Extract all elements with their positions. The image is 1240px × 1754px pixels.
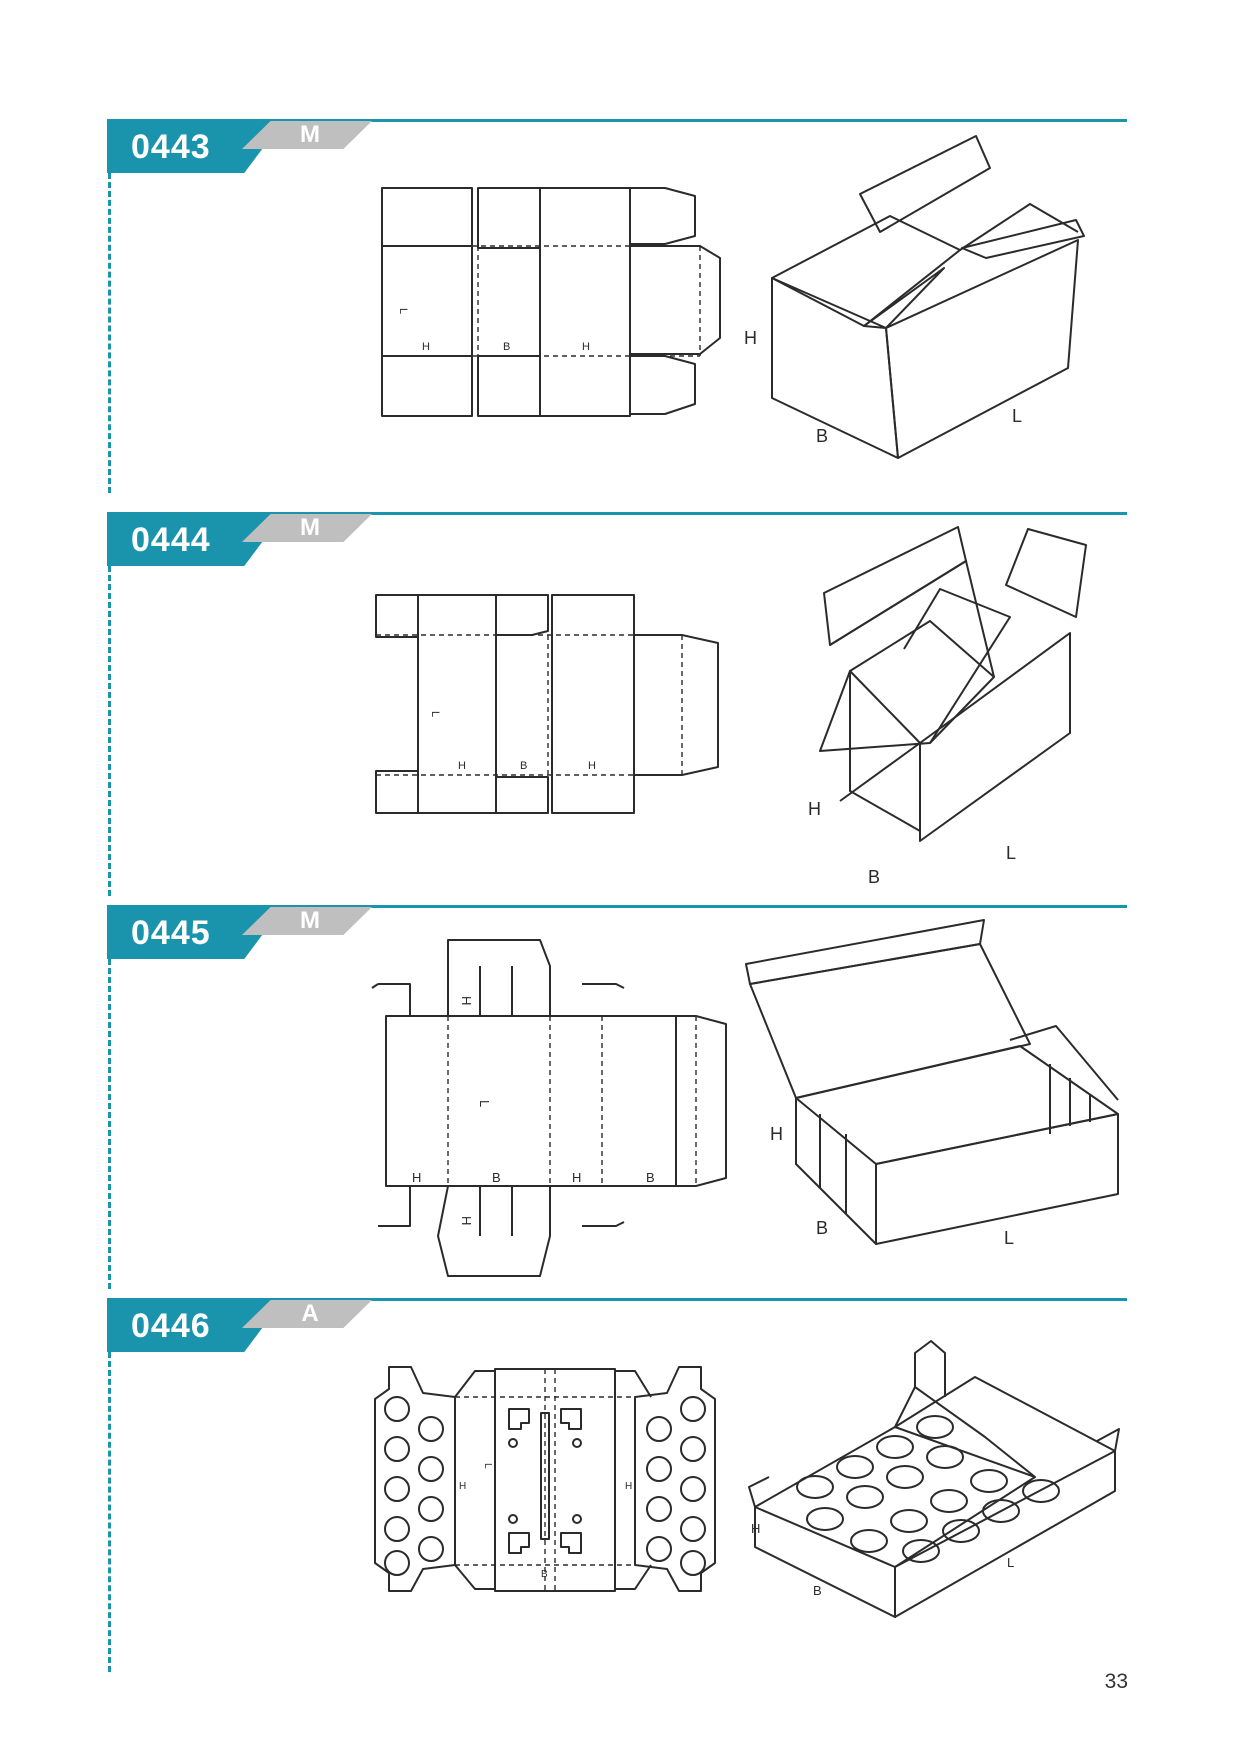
flat-die-cut-diagram: H L H B H B H bbox=[371, 939, 727, 1277]
flat-label-h2: H bbox=[625, 1481, 632, 1492]
flat-label-h1: H bbox=[459, 1481, 466, 1492]
flat-label-l: L bbox=[397, 308, 409, 314]
flat-label-h2: H bbox=[588, 760, 596, 772]
flat-label-h-top: H bbox=[459, 996, 474, 1005]
box-label-l: L bbox=[1006, 843, 1016, 863]
flat-label-h2: H bbox=[582, 341, 590, 353]
flat-label-h-bottom: H bbox=[459, 1216, 474, 1225]
flat-label-l: L bbox=[477, 1100, 492, 1107]
assembled-box-diagram: H B L bbox=[745, 919, 1119, 1248]
section-divider bbox=[107, 512, 1127, 515]
flat-die-cut-diagram: L H H B bbox=[374, 1366, 716, 1592]
flat-label-l: L bbox=[429, 711, 441, 717]
flat-label-b: B bbox=[520, 760, 527, 772]
box-label-b: B bbox=[816, 426, 828, 446]
flat-die-cut-diagram: L H B H bbox=[375, 594, 719, 814]
box-code: 0446 bbox=[131, 1307, 211, 1345]
flat-label-b1: B bbox=[492, 1170, 501, 1185]
box-label-b: B bbox=[813, 1583, 822, 1598]
section-divider bbox=[107, 119, 1127, 122]
section-0443: 0443 M L H B H H B L bbox=[0, 118, 1240, 511]
box-type: M bbox=[300, 907, 320, 934]
box-label-h: H bbox=[770, 1124, 783, 1144]
flat-label-h2: H bbox=[572, 1170, 581, 1185]
flat-label-l: L bbox=[482, 1463, 493, 1469]
section-side-rule bbox=[108, 173, 111, 493]
box-label-l: L bbox=[1007, 1555, 1014, 1570]
section-side-rule bbox=[108, 566, 111, 896]
box-label-h: H bbox=[744, 328, 757, 348]
section-0444: 0444 M L H B H H B L bbox=[0, 511, 1240, 904]
assembled-box-diagram: H B L bbox=[748, 1340, 1120, 1618]
flat-label-h1: H bbox=[412, 1170, 421, 1185]
section-side-rule bbox=[108, 1352, 111, 1672]
flat-die-cut-diagram: L H B H bbox=[381, 187, 721, 417]
flat-label-h1: H bbox=[458, 760, 466, 772]
section-0446: 0446 A bbox=[0, 1297, 1240, 1690]
assembled-box-diagram: H B L bbox=[744, 135, 1085, 459]
box-label-h: H bbox=[751, 1521, 760, 1536]
box-label-b: B bbox=[868, 867, 880, 887]
box-code: 0445 bbox=[131, 914, 211, 952]
box-type: M bbox=[300, 514, 320, 541]
box-label-h: H bbox=[808, 799, 821, 819]
section-divider bbox=[107, 905, 1127, 908]
flat-label-b: B bbox=[541, 1569, 548, 1580]
assembled-box-diagram: H B L bbox=[808, 526, 1087, 887]
box-label-l: L bbox=[1012, 406, 1022, 426]
page-number: 33 bbox=[1104, 1670, 1128, 1693]
flat-label-b2: B bbox=[646, 1170, 655, 1185]
flat-label-h1: H bbox=[422, 341, 430, 353]
box-label-l: L bbox=[1004, 1228, 1014, 1248]
section-0445: 0445 M H L H B H B H bbox=[0, 904, 1240, 1297]
section-side-rule bbox=[108, 959, 111, 1289]
box-label-b: B bbox=[816, 1218, 828, 1238]
box-type: A bbox=[301, 1300, 319, 1327]
box-type: M bbox=[300, 121, 320, 148]
box-code: 0444 bbox=[131, 521, 211, 559]
box-code: 0443 bbox=[131, 128, 211, 166]
flat-label-b: B bbox=[503, 341, 510, 353]
section-divider bbox=[107, 1298, 1127, 1301]
